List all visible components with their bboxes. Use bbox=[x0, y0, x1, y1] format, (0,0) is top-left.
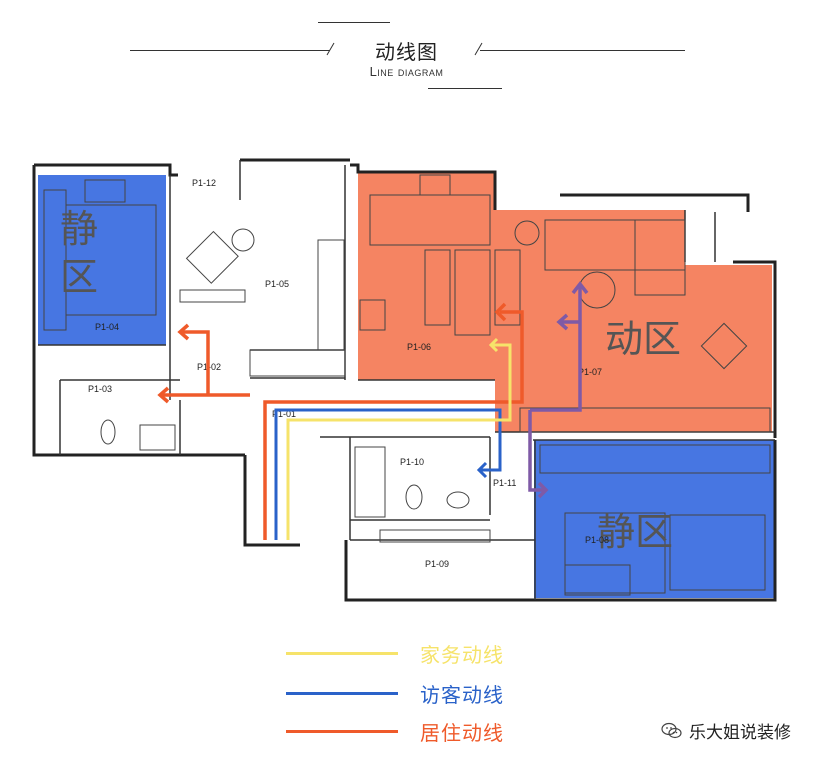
quiet-zone-bottom bbox=[534, 440, 774, 598]
room-label-p1-12: P1-12 bbox=[192, 178, 216, 188]
room-label-p1-03: P1-03 bbox=[88, 384, 112, 394]
legend-line-housework bbox=[286, 651, 398, 655]
legend-label-living: 居住动线 bbox=[420, 720, 504, 745]
room-label-p1-11: P1-11 bbox=[493, 478, 516, 488]
quiet-zone-top bbox=[38, 175, 166, 345]
active-zone bbox=[358, 172, 772, 432]
page-subtitle: Line diagram bbox=[369, 64, 444, 79]
room-label-p1-06: P1-06 bbox=[407, 342, 431, 352]
zone-label-quiet-top-1: 静 bbox=[60, 207, 98, 251]
room-label-p1-05: P1-05 bbox=[265, 279, 289, 289]
legend-item-housework: 家务动线 bbox=[286, 638, 504, 668]
room-label-p1-10: P1-10 bbox=[400, 457, 424, 467]
room-label-p1-04: P1-04 bbox=[95, 322, 119, 332]
legend-item-guest: 访客动线 bbox=[286, 678, 504, 708]
legend-line-living bbox=[286, 729, 398, 733]
wechat-icon bbox=[661, 722, 682, 738]
furniture bbox=[43, 174, 771, 596]
guest-path bbox=[274, 408, 502, 540]
legend-label-guest: 访客动线 bbox=[420, 682, 504, 707]
watermark: 乐大姐说装修 bbox=[661, 718, 791, 743]
legend-label-housework: 家务动线 bbox=[420, 642, 504, 667]
walls bbox=[32, 158, 777, 602]
housework-path bbox=[286, 337, 512, 540]
page-title: 动线图 bbox=[375, 40, 438, 64]
zone-label-quiet-bottom: 静区 bbox=[597, 510, 673, 554]
zone-label-quiet-top-2: 区 bbox=[60, 255, 98, 299]
legend-line-guest bbox=[286, 691, 398, 695]
zone-label-active: 动区 bbox=[605, 317, 681, 361]
header-rule-right bbox=[480, 50, 685, 51]
room-label-p1-01: P1-01 bbox=[272, 409, 296, 419]
room-label-p1-07: P1-07 bbox=[578, 367, 602, 377]
room-label-p1-09: P1-09 bbox=[425, 559, 449, 569]
legend-item-living: 居住动线 bbox=[286, 716, 504, 746]
living-path bbox=[157, 302, 524, 540]
header-rule-top bbox=[318, 22, 390, 23]
room-label-p1-08: P1-08 bbox=[585, 535, 609, 545]
header-rule-bottom bbox=[428, 88, 502, 89]
watermark-text: 乐大姐说装修 bbox=[689, 723, 791, 743]
header-rule-left bbox=[130, 50, 330, 51]
purple-path bbox=[528, 281, 589, 499]
